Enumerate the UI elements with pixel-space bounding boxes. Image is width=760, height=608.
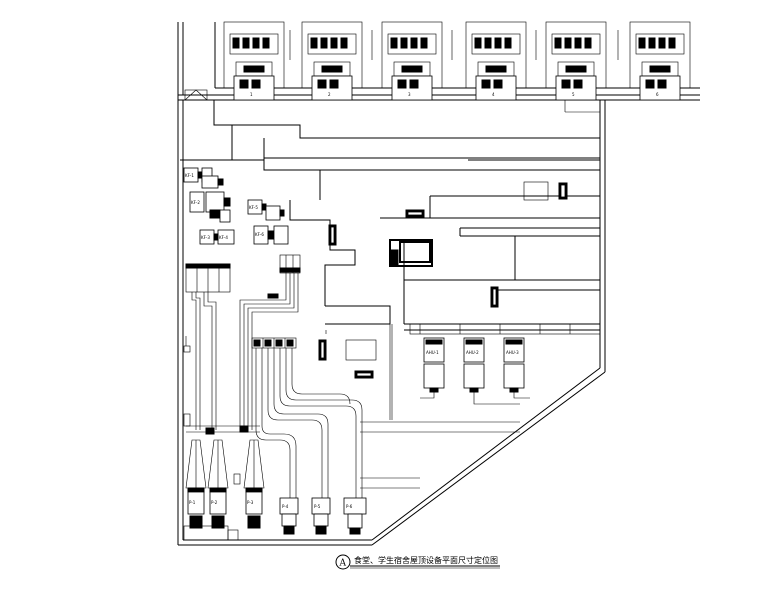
ahu-unit-tag: AHU-2 (466, 350, 479, 355)
left-unit-3: KF-2 (189, 191, 231, 213)
left-unit-tag: KF-4 (219, 235, 228, 240)
top-unit-tag: 3 (408, 92, 411, 97)
left-unit-6: KF-5 (247, 199, 285, 221)
drawing-title: 食堂、学生宿舍屋顶设备平面尺寸定位图 (354, 555, 498, 565)
left-unit-tag: KF-2 (191, 200, 200, 205)
left-unit-4 (209, 209, 231, 223)
drawing-title-block: A 食堂、学生宿舍屋顶设备平面尺寸定位图 (335, 554, 500, 570)
ahu-unit-tag: AHU-3 (506, 350, 519, 355)
bottom-unit-group-3: P-4 (279, 497, 299, 535)
bottom-unit-group-1: P-1 P-2 (185, 439, 229, 529)
section-marker-circle (335, 554, 351, 570)
top-equipment-row: 1 2 3 (177, 21, 700, 101)
top-unit-4: 4 (465, 21, 527, 101)
left-unit-tag: KF-1 (185, 173, 194, 178)
top-unit-5: 5 (545, 21, 607, 101)
bottom-equipment-row: P-1 P-2 P-3 P-4 P-5 P-6 (185, 439, 367, 535)
top-unit-tag: 4 (492, 92, 495, 97)
top-unit-3: 3 (381, 21, 443, 101)
top-unit-tag: 6 (656, 92, 659, 97)
left-unit-tag: KF-3 (201, 235, 210, 240)
building-outline (177, 95, 606, 546)
ahu-unit-2: AHU-2 (463, 337, 485, 393)
ahu-unit-1: AHU-1 (423, 337, 445, 393)
left-unit-tag: KF-5 (249, 205, 258, 210)
bottom-unit-tag: P-6 (346, 504, 353, 509)
top-unit-tag: 2 (328, 92, 331, 97)
roof-structures (213, 100, 600, 420)
left-unit-5: KF-3 KF-4 (199, 229, 235, 245)
ahu-unit-tag: AHU-1 (426, 350, 439, 355)
bottom-unit-tag: P-3 (247, 500, 254, 505)
ahu-unit-3: AHU-3 (503, 337, 525, 393)
section-marker-label: A (339, 559, 347, 569)
top-unit-tag: 1 (250, 92, 253, 97)
left-unit-tag: KF-6 (255, 232, 264, 237)
bottom-unit-group-4: P-5 (311, 497, 331, 535)
left-equipment-cluster: KF-1 KF-2 KF-3 KF-4 KF-5 (180, 159, 301, 430)
bottom-unit-tag: P-1 (189, 500, 196, 505)
bottom-unit-tag: P-4 (282, 504, 289, 509)
left-unit-2 (201, 175, 224, 189)
left-unit-7: KF-6 (253, 225, 289, 245)
top-unit-2: 2 (301, 21, 363, 101)
right-ahu-row: AHU-1 AHU-2 AHU-3 (409, 323, 601, 405)
top-unit-6: 6 (629, 21, 691, 101)
bottom-unit-group-5: P-6 (343, 497, 367, 535)
bottom-unit-tag: P-5 (314, 504, 321, 509)
top-unit-tag: 5 (572, 92, 575, 97)
bottom-unit-tag: P-2 (211, 500, 218, 505)
left-unit-1: KF-1 (183, 167, 213, 183)
duct-runs (183, 336, 520, 541)
bottom-unit-group-2: P-3 (243, 439, 265, 529)
top-unit-1: 1 (223, 21, 285, 101)
